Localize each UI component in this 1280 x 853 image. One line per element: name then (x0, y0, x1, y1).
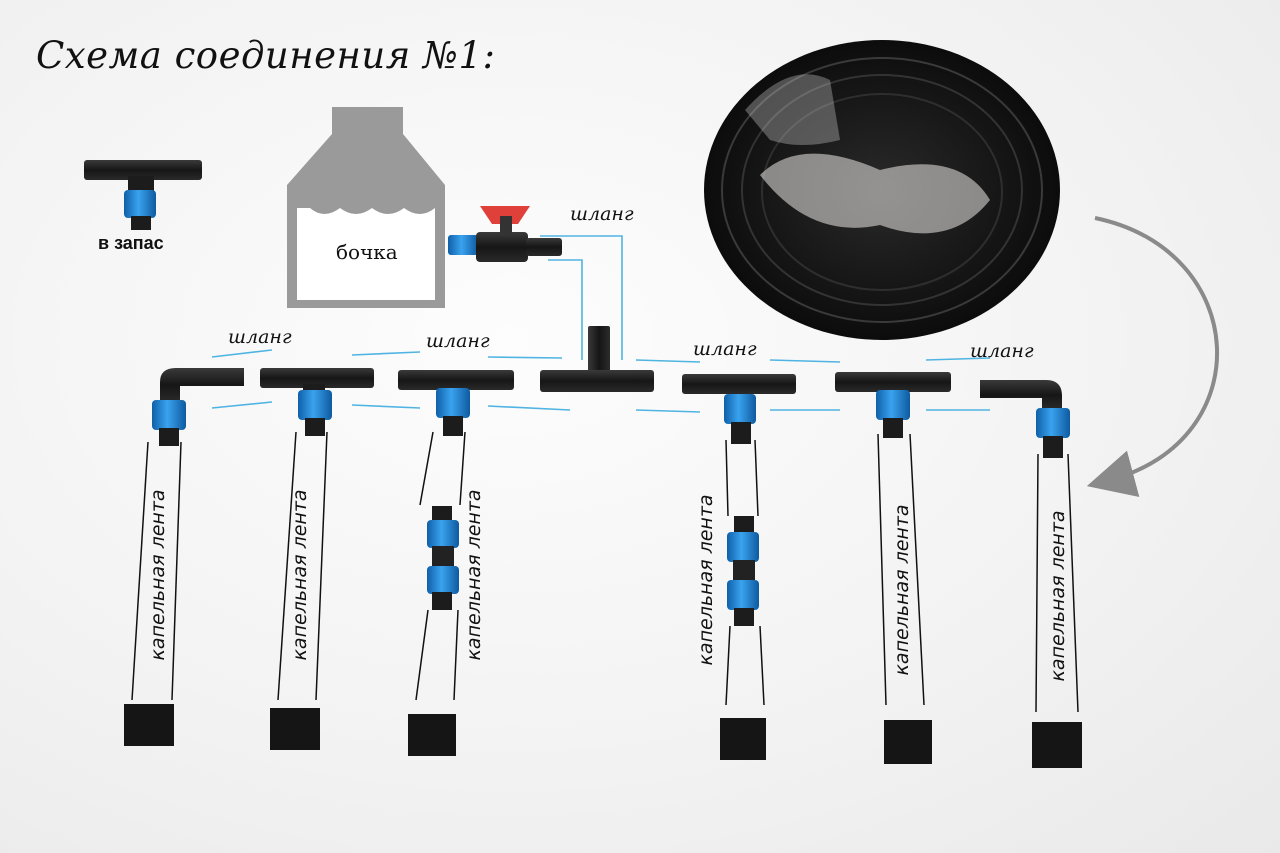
elbow-fitting-icon-right (980, 380, 1070, 458)
guide-lines (211, 235, 991, 413)
drip-tapes (131, 431, 1079, 713)
tee-fitting-icon-b2 (398, 370, 514, 436)
end-plug-icon (124, 704, 1082, 768)
drip-tape-label-6: капельная лента (1047, 510, 1069, 682)
tee-fitting-icon-main (540, 326, 654, 392)
spare-label: в запас (98, 233, 164, 253)
drip-tape-label-4: капельная лента (695, 494, 717, 666)
drip-tape-label-3: капельная лента (463, 489, 485, 661)
tee-fitting-icon-b4 (835, 372, 951, 438)
page-title: Схема соединения №1: (36, 34, 496, 77)
hose-label-1: шланг (570, 203, 634, 225)
hose-coil-icon (704, 40, 1060, 340)
repair-coupling-icon-left (427, 506, 459, 610)
tee-fitting-icon-b1 (260, 368, 374, 436)
hose-label-3: шланг (426, 330, 490, 352)
tee-fitting-icon-b3 (682, 374, 796, 444)
barrel-icon (287, 107, 445, 308)
repair-coupling-icon-right (727, 516, 759, 626)
curved-arrow-icon (1086, 216, 1220, 497)
drip-tape-label-1: капельная лента (147, 489, 169, 661)
tee-fitting-icon-spare (84, 160, 202, 230)
barrel-label: бочка (336, 240, 398, 264)
drip-tape-label-2: капельная лента (289, 489, 311, 661)
hose-label-5: шланг (970, 340, 1034, 362)
ball-valve-icon (448, 206, 562, 262)
elbow-fitting-icon-left (152, 368, 244, 446)
drip-tape-label-5: капельная лента (891, 504, 913, 676)
hose-label-4: шланг (693, 338, 757, 360)
hose-label-2: шланг (228, 326, 292, 348)
